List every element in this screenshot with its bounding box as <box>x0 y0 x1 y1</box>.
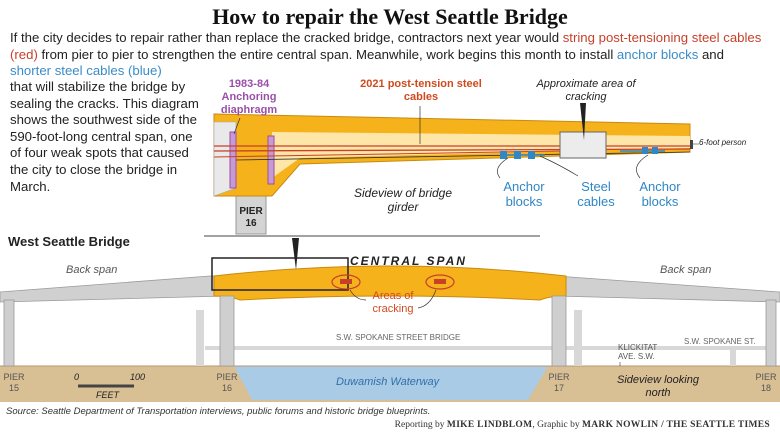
cracking-leader-left <box>349 289 367 301</box>
page-title: How to repair the West Seattle Bridge <box>212 4 568 29</box>
crack-marker-right <box>425 274 455 290</box>
pier-17 <box>551 295 567 367</box>
crack-marker-left <box>331 274 361 290</box>
intro-continuation: that will stabilize the bridge by sealin… <box>10 79 199 194</box>
person-label: 6-foot person <box>699 138 747 147</box>
scale-zero: 0 <box>74 372 80 382</box>
back-span-right <box>555 275 780 303</box>
anchor-blocks-label-1: Anchor blocks <box>503 179 545 209</box>
areas-of-cracking-label: Areas of cracking <box>372 290 414 315</box>
central-span-label: CENTRAL SPAN <box>350 254 467 268</box>
intro-paragraph: If the city decides to repair rather tha… <box>10 30 772 80</box>
detail-pointer <box>292 238 299 270</box>
back-span-left-label: Back span <box>66 264 118 276</box>
intro-text-1: If the city decides to repair rather tha… <box>10 30 563 45</box>
credit-artist: MARK NOWLIN <box>581 420 659 430</box>
anchoring-diaphragm-left <box>229 131 237 189</box>
pier-small-1 <box>196 310 204 366</box>
anchoring-leader <box>233 117 241 135</box>
pier-17-label: PIER 17 <box>548 372 570 393</box>
cracking-leader-right <box>417 289 437 309</box>
cracking-area-label: Approximate area of cracking <box>536 78 636 103</box>
sideview-girder-label: Sideview of bridge girder <box>353 186 453 214</box>
post-tension-label: 2021 post-tension steel cables <box>360 78 482 103</box>
credit-prefix-1: Reporting by <box>394 420 447 430</box>
central-span <box>213 265 567 301</box>
intro-anchor-blocks: anchor blocks <box>616 46 699 62</box>
person-figure <box>690 140 693 149</box>
pier-18 <box>765 299 777 367</box>
steel-cables-label: Steel cables <box>577 179 615 209</box>
anchor-blocks-leader-2 <box>636 154 649 179</box>
klickitat-label: KLICKITAT AVE. S.W. <box>618 343 658 361</box>
back-span-left <box>0 275 227 303</box>
pier-16 <box>219 295 235 367</box>
credit-line: Reporting by MIKE LINDBLOM, Graphic by M… <box>395 420 770 430</box>
scale-hundred: 100 <box>130 372 146 382</box>
anchoring-diaphragm-label: 1983-84 Anchoring diaphragm <box>220 78 278 116</box>
intro-red-cables: string post-tensioning steel cables (red… <box>10 30 762 62</box>
steel-cables-leader <box>539 155 579 177</box>
anchor-block-2 <box>514 151 521 159</box>
sideview-north-label: Sideview looking north <box>617 374 699 399</box>
cracking-pointer <box>580 103 586 140</box>
spokane-support-2 <box>730 346 736 366</box>
pier-16-girder-label: PIER 16 <box>239 206 263 229</box>
crack-marker-left-fill <box>340 279 352 284</box>
spokane-street-bridge-deck <box>205 346 775 350</box>
pier-15 <box>3 299 15 367</box>
crack-marker-right-fill <box>434 279 446 284</box>
anchoring-diaphragm-right <box>267 135 275 185</box>
pier-16-label: PIER 16 <box>216 372 238 393</box>
waterway-label: Duwamish Waterway <box>336 376 440 388</box>
scale-unit: FEET <box>96 390 120 400</box>
anchor-block-1 <box>500 151 507 159</box>
intro-text-2: from pier to pier to strengthen the enti… <box>37 46 617 62</box>
detail-box <box>211 257 349 291</box>
spokane-bridge-label: S.W. SPOKANE STREET BRIDGE <box>336 333 461 342</box>
section-title: West Seattle Bridge <box>8 234 130 249</box>
red-cable-2 <box>213 148 691 152</box>
pier-18-label: PIER 18 <box>755 372 777 393</box>
anchor-blocks-label-2: Anchor blocks <box>639 179 681 209</box>
intro-text-3: and <box>698 46 724 62</box>
anchor-block-3 <box>528 151 535 159</box>
spokane-st-label: S.W. SPOKANE ST. <box>684 337 756 346</box>
dark-cable-1 <box>235 151 691 161</box>
anchor-blocks-leader-1 <box>497 157 509 179</box>
credit-reporter: MIKE LINDBLOM <box>446 420 533 430</box>
anchor-block-4 <box>642 147 648 154</box>
pier-small-2 <box>574 310 582 366</box>
credit-suffix: / THE SEATTLE TIMES <box>658 420 770 430</box>
source-note: Source: Seattle Department of Transporta… <box>6 406 431 417</box>
cracking-area <box>559 131 607 159</box>
intro-blue-cables: shorter steel cables (blue) <box>10 63 162 79</box>
duwamish-waterway <box>234 366 548 400</box>
anchor-block-5 <box>652 147 658 154</box>
back-span-right-label: Back span <box>660 264 712 276</box>
credit-prefix-2: , Graphic by <box>532 420 582 430</box>
pier-15-label: PIER 15 <box>3 372 25 393</box>
